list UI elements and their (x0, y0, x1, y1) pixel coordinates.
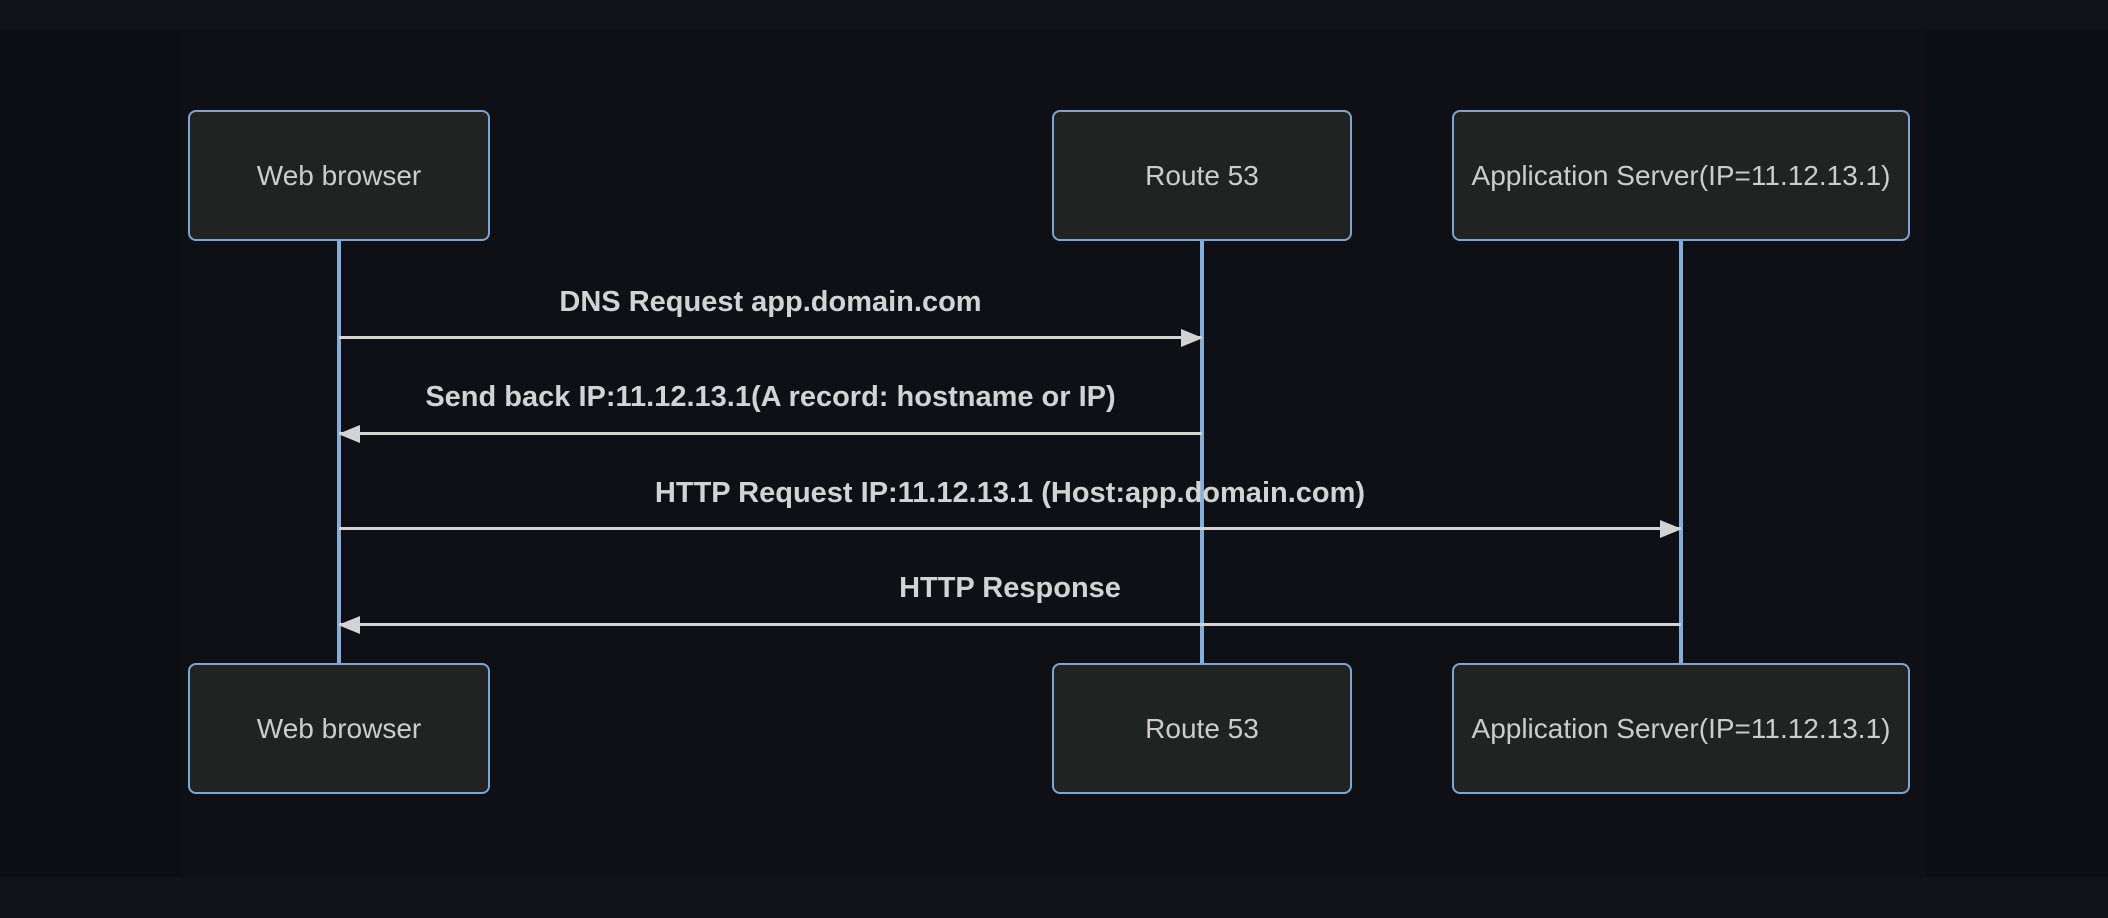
lifeline-route-53 (1200, 241, 1204, 664)
actor-box-route-53-top: Route 53 (1052, 110, 1352, 241)
message-arrow-http-response (338, 615, 1681, 634)
arrowhead-right-icon (1181, 328, 1203, 347)
arrowhead-left-icon (338, 615, 360, 634)
actor-box-web-browser-bottom: Web browser (188, 663, 490, 794)
arrowhead-left-icon (338, 424, 360, 443)
actor-box-web-browser-top: Web browser (188, 110, 490, 241)
message-label-send-back-ip: Send back IP:11.12.13.1(A record: hostna… (425, 381, 1116, 413)
message-label-http-response: HTTP Response (899, 572, 1121, 604)
message-arrow-dns-request (339, 328, 1203, 347)
actor-box-application-server-top: Application Server(IP=11.12.13.1) (1452, 110, 1910, 241)
actor-label-application-server-top: Application Server(IP=11.12.13.1) (1471, 159, 1891, 191)
lifeline-web-browser (337, 241, 341, 664)
message-arrow-send-back-ip (338, 424, 1202, 443)
message-label-dns-request: DNS Request app.domain.com (559, 286, 982, 318)
lifeline-application-server (1679, 241, 1683, 664)
actor-label-route-53-bottom: Route 53 (1145, 712, 1259, 744)
actor-box-application-server-bottom: Application Server(IP=11.12.13.1) (1452, 663, 1910, 794)
actor-label-web-browser-top: Web browser (256, 159, 422, 191)
actor-box-route-53-bottom: Route 53 (1052, 663, 1352, 794)
arrowhead-right-icon (1660, 519, 1682, 538)
actor-label-route-53-top: Route 53 (1145, 159, 1259, 191)
actor-label-web-browser-bottom: Web browser (256, 712, 422, 744)
message-arrow-http-request (339, 519, 1682, 538)
message-label-http-request: HTTP Request IP:11.12.13.1 (Host:app.dom… (654, 477, 1366, 509)
actor-label-application-server-bottom: Application Server(IP=11.12.13.1) (1471, 712, 1891, 744)
